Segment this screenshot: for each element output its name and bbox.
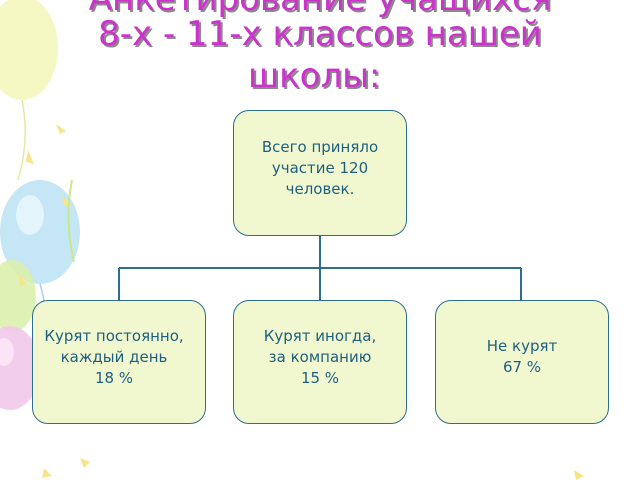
balloon-yellow [0,0,58,181]
connector-lines [118,236,522,300]
streamer [67,179,75,263]
balloon-blue [0,180,80,361]
node-smoke-sometimes-text: Курят иногда, за компанию 15 % [263,326,377,387]
node-root-text: Всего приняло участие 120 человек. [261,137,379,198]
diagram-node-root: Всего приняло участие 120 человек. [233,110,407,236]
balloon-pink [0,326,40,410]
diagram-node-smoke-sometimes: Курят иногда, за компанию 15 % [233,300,407,424]
diagram-node-no-smoking: Не курят 67 % [435,300,609,424]
confetti [18,124,584,480]
title-line-1: Анкетирование учащихся [30,0,610,16]
title-line-2: 8-х - 11-х классов нашей [98,14,542,54]
diagram-node-smoke-daily: Курят постоянно, каждый день 18 % [32,300,206,424]
node-no-smoking-text: Не курят 67 % [486,337,558,376]
node-smoke-daily-text: Курят постоянно, каждый день 18 % [44,326,184,387]
balloon-green [0,260,36,332]
title-line-3: школы: [248,56,381,96]
